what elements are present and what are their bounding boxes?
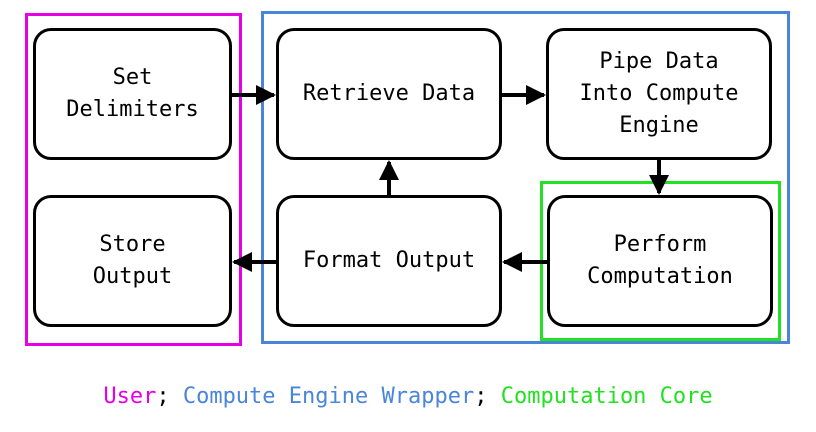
user-region [25, 13, 242, 346]
legend-core: Computation Core [500, 384, 713, 409]
legend: User; Compute Engine Wrapper; Computatio… [0, 382, 816, 412]
format-output-node: Format Output [276, 195, 502, 327]
retrieve-data-node: Retrieve Data [276, 28, 502, 160]
legend-separator: ; [474, 384, 501, 409]
legend-wrapper: Compute Engine Wrapper [182, 384, 475, 409]
compute-engine-wrapper-region [261, 11, 790, 344]
pipe-data-node: Pipe Data Into Compute Engine [546, 28, 772, 160]
store-output-node: Store Output [33, 195, 232, 327]
perform-computation-node: Perform Computation [547, 195, 773, 327]
legend-separator: ; [156, 384, 183, 409]
legend-user: User [103, 384, 157, 409]
set-delimiters-node: Set Delimiters [33, 28, 232, 160]
